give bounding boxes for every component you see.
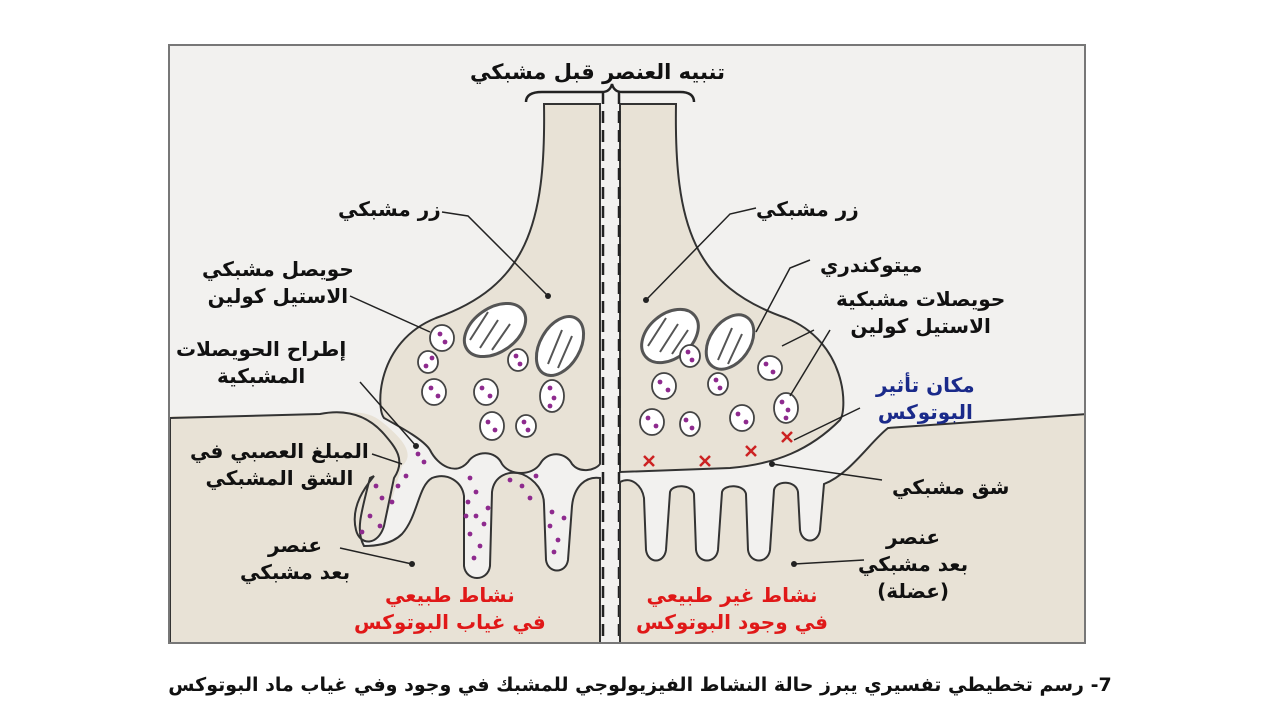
acetylcholine-dot (395, 483, 401, 489)
acetylcholine-dot (717, 385, 723, 391)
botox-marks (643, 431, 793, 467)
acetylcholine-dot (423, 363, 429, 369)
acetylcholine-dot (487, 393, 493, 399)
acetylcholine-dot (521, 419, 527, 425)
acetylcholine-dot (547, 523, 553, 529)
acetylcholine-dot (779, 399, 785, 405)
acetylcholine-dot (763, 361, 769, 367)
right-presynaptic-terminal (619, 103, 845, 474)
acetylcholine-dot (379, 495, 385, 501)
acetylcholine-dot (517, 361, 523, 367)
leader-dots (409, 293, 797, 567)
acetylcholine-dot (477, 543, 483, 549)
acetylcholine-dot (743, 419, 749, 425)
acetylcholine-dots (359, 331, 791, 561)
acetylcholine-dot (473, 513, 479, 519)
acetylcholine-dot (547, 385, 553, 391)
acetylcholine-dot (507, 477, 513, 483)
acetylcholine-dot (465, 499, 471, 505)
acetylcholine-dot (467, 531, 473, 537)
acetylcholine-dot (551, 549, 557, 555)
acetylcholine-dot (549, 509, 555, 515)
diagram-frame: تنبيه العنصر قبل مشبكي زر مشبكي حويصل مش… (168, 44, 1086, 644)
acetylcholine-dot (429, 355, 435, 361)
right-postsynaptic-body (619, 413, 1084, 642)
acetylcholine-dot (428, 385, 434, 391)
acetylcholine-dot (770, 369, 776, 375)
acetylcholine-dot (437, 331, 443, 337)
acetylcholine-dot (377, 523, 383, 529)
right-bouton-label: زر مشبكي (756, 197, 859, 221)
acetylcholine-dot (485, 505, 491, 511)
leader-lines (339, 207, 883, 565)
acetylcholine-dot (463, 513, 469, 519)
right-vesicles (639, 344, 799, 437)
acetylcholine-dot (519, 483, 525, 489)
left-bouton-label: زر مشبكي (338, 197, 441, 221)
acetylcholine-dot (533, 473, 539, 479)
acetylcholine-dot (551, 395, 557, 401)
acetylcholine-dot (525, 427, 531, 433)
synapse-illustration (170, 83, 1084, 642)
presynaptic-stimulus-title: تنبيه العنصر قبل مشبكي (470, 60, 726, 84)
acetylcholine-dot (367, 513, 373, 519)
acetylcholine-dot (689, 357, 695, 363)
acetylcholine-dot (785, 407, 791, 413)
acetylcholine-dot (415, 451, 421, 457)
acetylcholine-dot (485, 419, 491, 425)
acetylcholine-dot (492, 427, 498, 433)
acetylcholine-dot (471, 555, 477, 561)
acetylcholine-dot (547, 403, 553, 409)
acetylcholine-dot (713, 377, 719, 383)
acetylcholine-dot (403, 473, 409, 479)
acetylcholine-dot (527, 495, 533, 501)
acetylcholine-dot (421, 459, 427, 465)
acetylcholine-dot (435, 393, 441, 399)
left-postsynaptic-body (170, 411, 601, 642)
acetylcholine-dot (479, 385, 485, 391)
figure-caption: 7- رسم تخطيطي تفسيري يبرز حالة النشاط ال… (168, 674, 1112, 696)
acetylcholine-dot (685, 349, 691, 355)
right-cleft-label: شق مشبكي (892, 475, 1010, 499)
acetylcholine-dot (783, 415, 789, 421)
left-vesicles (417, 324, 565, 441)
acetylcholine-dot (373, 483, 379, 489)
acetylcholine-dot (442, 339, 448, 345)
acetylcholine-dot (555, 537, 561, 543)
acetylcholine-dot (665, 387, 671, 393)
left-mitochondria (462, 301, 586, 377)
acetylcholine-dot (735, 411, 741, 417)
acetylcholine-dot (683, 417, 689, 423)
acetylcholine-dot (473, 489, 479, 495)
acetylcholine-dot (389, 499, 395, 505)
acetylcholine-dot (657, 379, 663, 385)
acetylcholine-dot (561, 515, 567, 521)
acetylcholine-dot (481, 521, 487, 527)
acetylcholine-dot (359, 529, 365, 535)
right-mitochondria-label: ميتوكندري (820, 253, 923, 277)
acetylcholine-dot (513, 353, 519, 359)
stimulus-brace (524, 83, 696, 103)
acetylcholine-dot (645, 415, 651, 421)
acetylcholine-dot (467, 475, 473, 481)
acetylcholine-dot (689, 425, 695, 431)
acetylcholine-dot (653, 423, 659, 429)
